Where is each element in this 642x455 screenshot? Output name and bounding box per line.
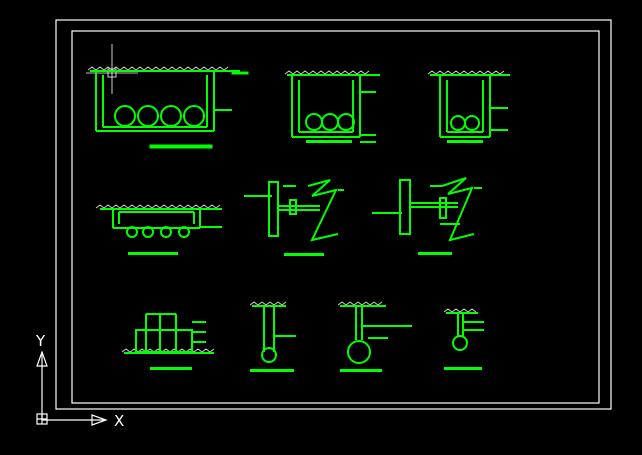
detail-trench-three-pipes-b <box>427 70 510 143</box>
inner-border <box>71 30 600 404</box>
crosshair-cursor <box>86 44 138 94</box>
detail-pipe-hanger-c <box>443 308 484 370</box>
detail-trench-four-pipes <box>87 66 249 149</box>
detail-trench-three-pipes-a <box>284 70 380 143</box>
ground-hatch <box>87 66 229 71</box>
outer-border <box>55 19 612 410</box>
detail-shallow-trench <box>95 204 222 255</box>
detail-pipe-hanger-a <box>249 301 296 372</box>
detail-pipe-hanger-b <box>337 301 412 372</box>
ucs-x-label: X <box>114 412 124 430</box>
drawing-frame <box>55 19 612 410</box>
ucs-y-label: Y <box>35 332 46 350</box>
detail-wall-bracket-a <box>244 179 344 256</box>
ucs-axes-icon <box>36 350 108 426</box>
detail-wall-bracket-b <box>372 177 482 255</box>
detail-concrete-block <box>121 313 215 370</box>
